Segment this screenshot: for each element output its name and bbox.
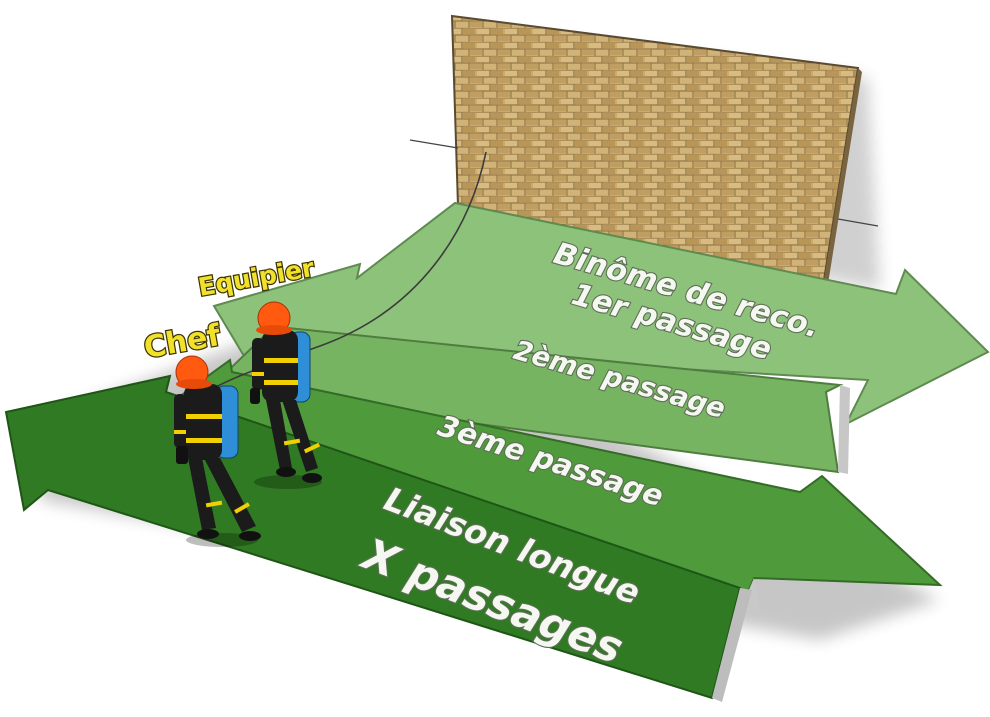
guide-line — [410, 140, 458, 148]
